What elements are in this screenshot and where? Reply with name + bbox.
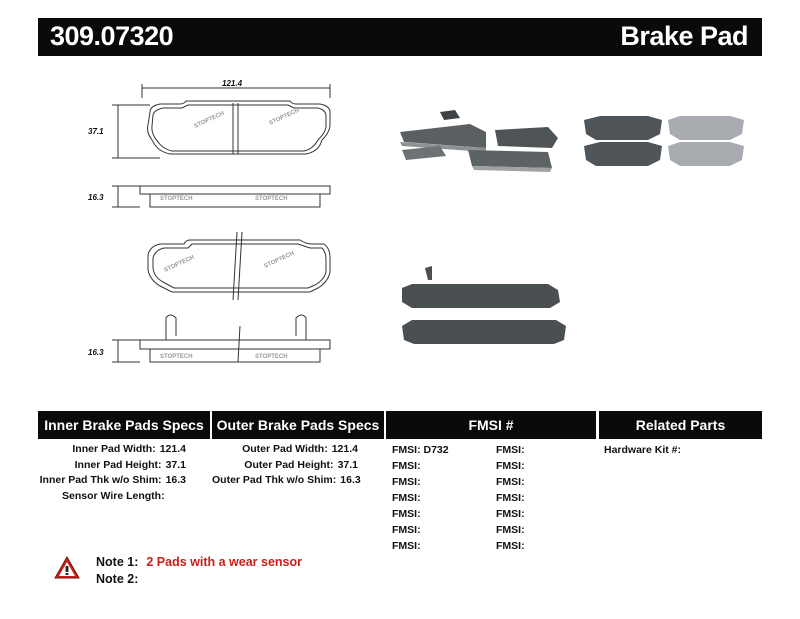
outer-specs-header: Outer Brake Pads Specs [212, 411, 384, 439]
fmsi-row: FMSI: D732 [392, 444, 449, 456]
stamp-3: STOPTECH [160, 196, 193, 202]
related-parts-header: Related Parts [599, 411, 762, 439]
inner-spec-row: Inner Pad Height:37.1 [74, 458, 186, 471]
fmsi-row: FMSI: [496, 444, 525, 456]
pad-front-outline-drawing [112, 84, 331, 159]
inner-specs-list: Inner Pad Width:121.4 Inner Pad Height:3… [38, 442, 186, 489]
note-1: Note 1:2 Pads with a wear sensor [96, 555, 302, 569]
pad-side-drawing-2 [112, 314, 331, 363]
hardware-kit-row: Hardware Kit #: [604, 442, 681, 458]
fmsi-row: FMSI: [392, 540, 421, 552]
hardware-kit-label: Hardware Kit #: [604, 444, 682, 456]
inner-specs-header: Inner Brake Pads Specs [38, 411, 210, 439]
note-2: Note 2: [96, 572, 139, 586]
pad-side-drawing-1 [112, 185, 331, 208]
thickness-dimension-2: 16.3 [88, 348, 104, 357]
stamp-2: STOPTECH [268, 108, 300, 127]
part-number: 309.07320 [50, 21, 174, 51]
stamp-7: STOPTECH [160, 354, 193, 360]
thickness-dimension-1: 16.3 [88, 193, 104, 202]
pad-set-photo-flat [584, 116, 744, 166]
fmsi-row: FMSI: [496, 476, 525, 488]
fmsi-row: FMSI: [392, 508, 421, 520]
pad-set-photo-angled [400, 110, 558, 172]
fmsi-row: FMSI: [392, 460, 421, 472]
pad-back-outline-drawing [147, 231, 331, 301]
outer-spec-row: Outer Pad Thk w/o Shim:16.3 [212, 474, 361, 487]
pad-drawings: STOPTECH STOPTECH STOPTECH STOPTECH STOP… [88, 79, 744, 363]
sensor-wire-row: Sensor Wire Length: [62, 490, 165, 502]
fmsi-row: FMSI: [496, 524, 525, 536]
inner-spec-row: Inner Pad Width:121.4 [72, 443, 186, 455]
note-1-text: 2 Pads with a wear sensor [146, 555, 302, 569]
fmsi-row: FMSI: [496, 492, 525, 504]
outer-spec-row: Outer Pad Width:121.4 [242, 443, 358, 455]
stamp-6: STOPTECH [263, 251, 295, 270]
outer-spec-row: Outer Pad Height:37.1 [244, 458, 358, 471]
title-bar: 309.07320 Brake Pad [38, 18, 762, 56]
fmsi-row: FMSI: [496, 460, 525, 472]
product-category: Brake Pad [620, 21, 748, 51]
fmsi-row: FMSI: [392, 492, 421, 504]
stamp-1: STOPTECH [193, 111, 225, 130]
warning-icon [54, 556, 80, 579]
stamp-8: STOPTECH [255, 354, 288, 360]
fmsi-header: FMSI # [386, 411, 596, 439]
stamp-4: STOPTECH [255, 196, 288, 202]
width-dimension: 121.4 [222, 79, 243, 88]
fmsi-right-list: FMSI: FMSI: FMSI: FMSI: FMSI: FMSI: FMSI… [496, 442, 525, 554]
stamp-5: STOPTECH [163, 255, 195, 274]
inner-spec-row: Inner Pad Thk w/o Shim:16.3 [39, 474, 186, 487]
fmsi-left-list: FMSI: D732 FMSI: FMSI: FMSI: FMSI: FMSI:… [392, 442, 449, 554]
height-dimension: 37.1 [88, 127, 104, 136]
fmsi-row: FMSI: [496, 508, 525, 520]
fmsi-row: FMSI: [392, 476, 421, 488]
pad-profile-photo [402, 266, 566, 344]
outer-specs-list: Outer Pad Width:121.4 Outer Pad Height:3… [212, 442, 361, 489]
notes: Note 1:2 Pads with a wear sensor Note 2: [96, 555, 302, 586]
fmsi-row: FMSI: [392, 524, 421, 536]
fmsi-row: FMSI: [496, 540, 525, 552]
